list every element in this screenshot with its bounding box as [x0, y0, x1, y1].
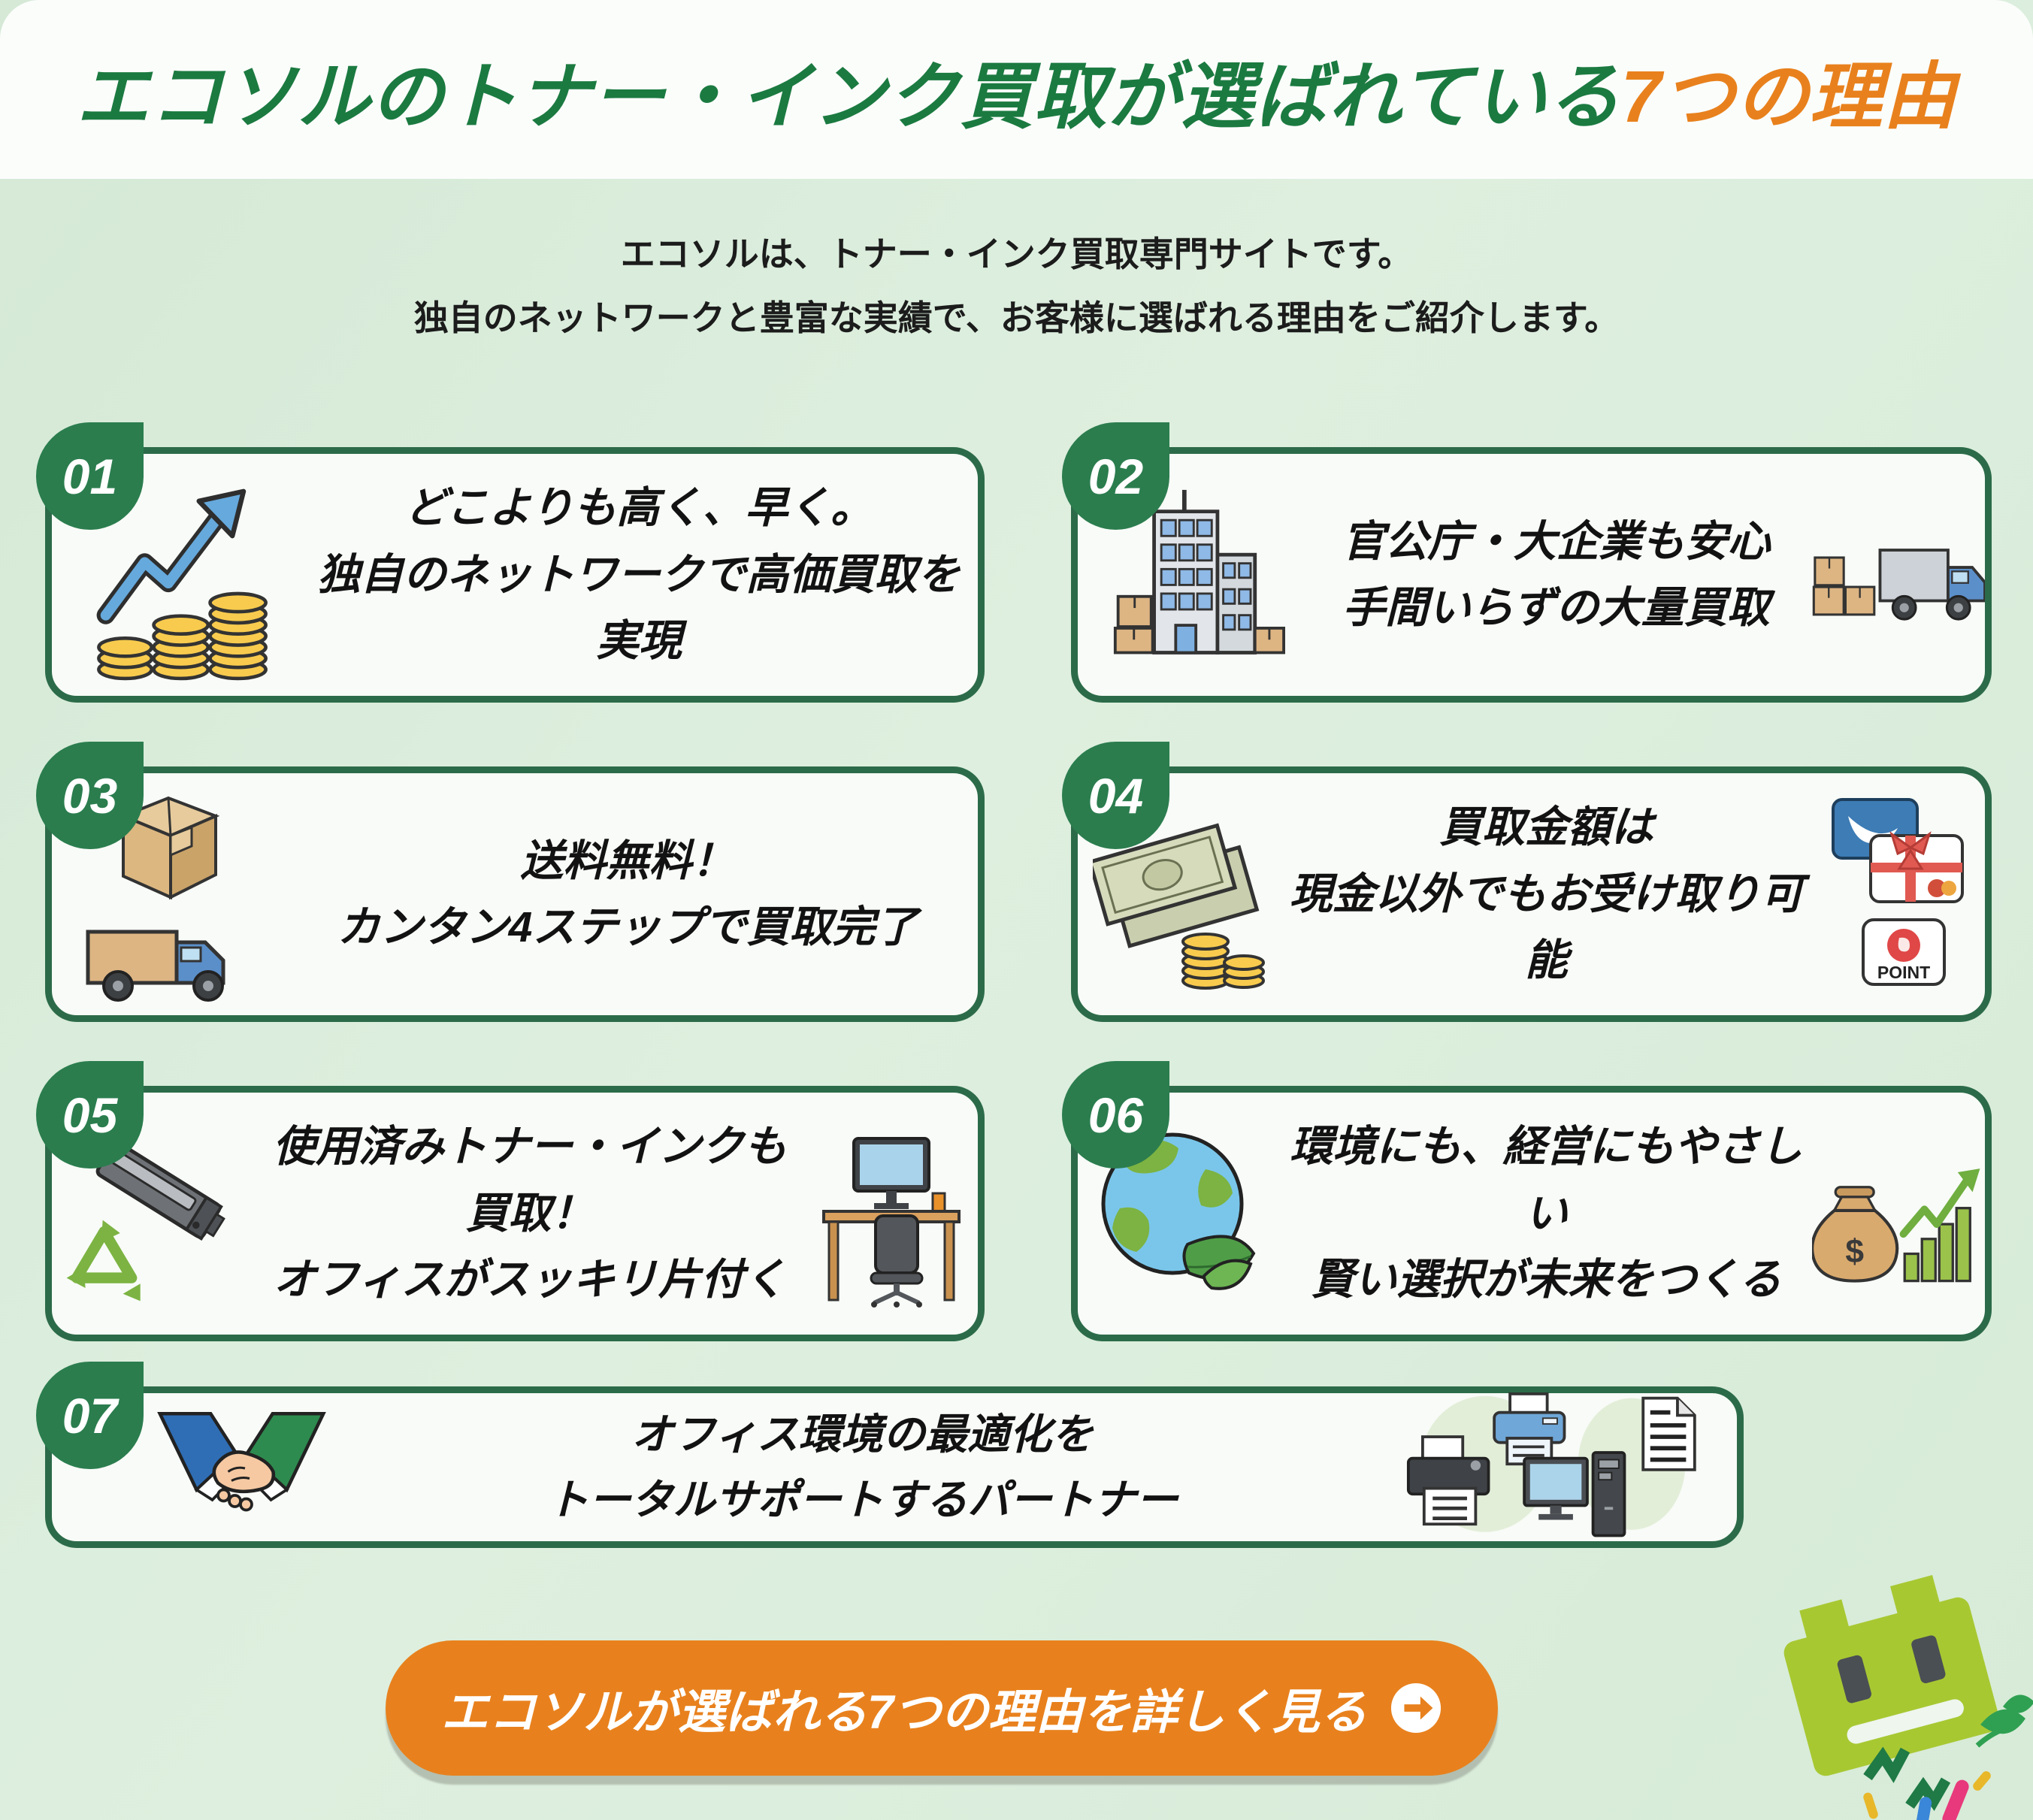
- page-title: エコソルのトナー・インク買取が選ばれている7つの理由: [76, 37, 1956, 143]
- card-05-text: 使用済みトナー・インクも買取！ オフィスがスッキリ片付く: [255, 1114, 805, 1313]
- card-01-line-2: 独自のネットワークで高価買取を実現: [317, 550, 961, 666]
- payment-cards-icon: POINT: [1812, 794, 1985, 995]
- card-04-line-1: 買取金額は: [1439, 803, 1653, 852]
- card-07-line-2: トータルサポートするパートナー: [546, 1475, 1178, 1523]
- reason-card-04: 04 買取金額は 現金以外でもお受け取り可能: [1062, 742, 1992, 1022]
- point-card-label: POINT: [1877, 963, 1930, 982]
- intro-line-2: 独自のネットワークと豊富な実績で、お客様に選ばれる理由をご紹介します。: [413, 298, 1620, 338]
- intro-line-1: エコソルは、トナー・インク買取専門サイトです。: [620, 234, 1413, 274]
- number-badge-06: 06: [1062, 1061, 1169, 1168]
- card-02-line-1: 官公庁・大企業も安心: [1342, 517, 1771, 566]
- see-details-button[interactable]: エコソルが選ばれる7つの理由を詳しく見る: [386, 1640, 1498, 1776]
- toner-recycle-icon: [52, 1120, 255, 1308]
- office-equipment-icon: [1399, 1392, 1714, 1543]
- card-04-text: 買取金額は 現金以外でもお受け取り可能: [1281, 794, 1812, 993]
- page-title-green: エコソルのトナー・インク買取が選ばれている: [76, 55, 1621, 138]
- number-badge-05: 05: [36, 1061, 144, 1168]
- page-title-orange: 7つの理由: [1620, 55, 1957, 138]
- card-05-line-1: 使用済みトナー・インクも買取！: [273, 1123, 787, 1238]
- card-07-text: オフィス環境の最適化を トータルサポートするパートナー: [326, 1402, 1399, 1533]
- card-07-line-1: オフィス環境の最適化を: [631, 1410, 1094, 1458]
- arrow-right-circle-icon: [1390, 1682, 1442, 1734]
- money-bag-chart-icon: $: [1812, 1126, 1985, 1302]
- reason-card-03: 03 送料無料！ カンタン4ステップで買取完了: [36, 742, 985, 1022]
- see-details-button-label: エコソルが選ばれる7つの理由を詳しく見る: [440, 1685, 1368, 1739]
- card-05-line-2: オフィスがスッキリ片付く: [273, 1256, 787, 1305]
- office-desk-icon: [805, 1120, 978, 1308]
- cash-coins-icon: [1078, 797, 1281, 991]
- growth-arrow-coins-icon: [74, 466, 300, 684]
- card-06-text: 環境にも、経営にもやさしい 賢い選択が未来をつくる: [1281, 1114, 1812, 1313]
- reason-card-06: 06 環境にも、経営にもやさしい 賢い選択が未来をつくる $: [1062, 1061, 1992, 1341]
- reason-card-05: 05 使用済みトナー・インクも買取！ オフィスがスッキリ片付く: [36, 1061, 985, 1341]
- card-06-line-2: 賢い選択が未来をつくる: [1311, 1256, 1782, 1305]
- mascot-leaf-icon: [1975, 1695, 2033, 1748]
- header-band: エコソルのトナー・インク買取が選ばれている7つの理由: [0, 0, 2033, 179]
- number-badge-02: 02: [1062, 422, 1169, 530]
- reason-card-07: 07 オフィス環境の最適化を トータルサポートするパートナー: [36, 1362, 1744, 1548]
- reason-card-02: 02: [1062, 422, 1992, 703]
- card-03-line-2: カンタン4ステップで買取完了: [337, 903, 918, 951]
- card-02-text: 官公庁・大企業も安心 手間いらずの大量買取: [1300, 509, 1812, 642]
- card-03-line-1: 送料無料！: [520, 836, 735, 885]
- number-badge-04: 04: [1062, 742, 1169, 849]
- number-badge-03: 03: [36, 742, 144, 849]
- card-01-line-1: どこよりも高く、早く。: [404, 484, 874, 533]
- earth-leaves-icon: [1078, 1120, 1281, 1308]
- card-03-text: 送料無料！ カンタン4ステップで買取完了: [277, 828, 978, 961]
- card-01-text: どこよりも高く、早く。 独自のネットワークで高価買取を実現: [300, 475, 978, 674]
- number-badge-01: 01: [36, 422, 144, 530]
- card-02-line-2: 手間いらずの大量買取: [1342, 584, 1770, 632]
- toner-cartridge-mascot: [1755, 1544, 2033, 1820]
- office-building-boxes-icon: [1097, 480, 1300, 670]
- number-badge-07: 07: [36, 1362, 144, 1469]
- intro-text: エコソルは、トナー・インク買取専門サイトです。 独自のネットワークと豊富な実績で…: [0, 222, 2033, 350]
- reason-card-01: 01 どこよりも高く、早く。 独自のネットワークで高価買取を実現: [36, 422, 985, 703]
- card-04-line-2: 現金以外でもお受け取り可能: [1289, 869, 1804, 985]
- dollar-sign: $: [1845, 1232, 1864, 1269]
- handshake-icon: [157, 1405, 326, 1529]
- card-06-line-1: 環境にも、経営にもやさしい: [1290, 1123, 1803, 1238]
- truck-boxes-icon: [1812, 512, 1985, 638]
- mascot-confetti: [1863, 1746, 1991, 1820]
- cardboard-box-truck-icon: [52, 785, 277, 1004]
